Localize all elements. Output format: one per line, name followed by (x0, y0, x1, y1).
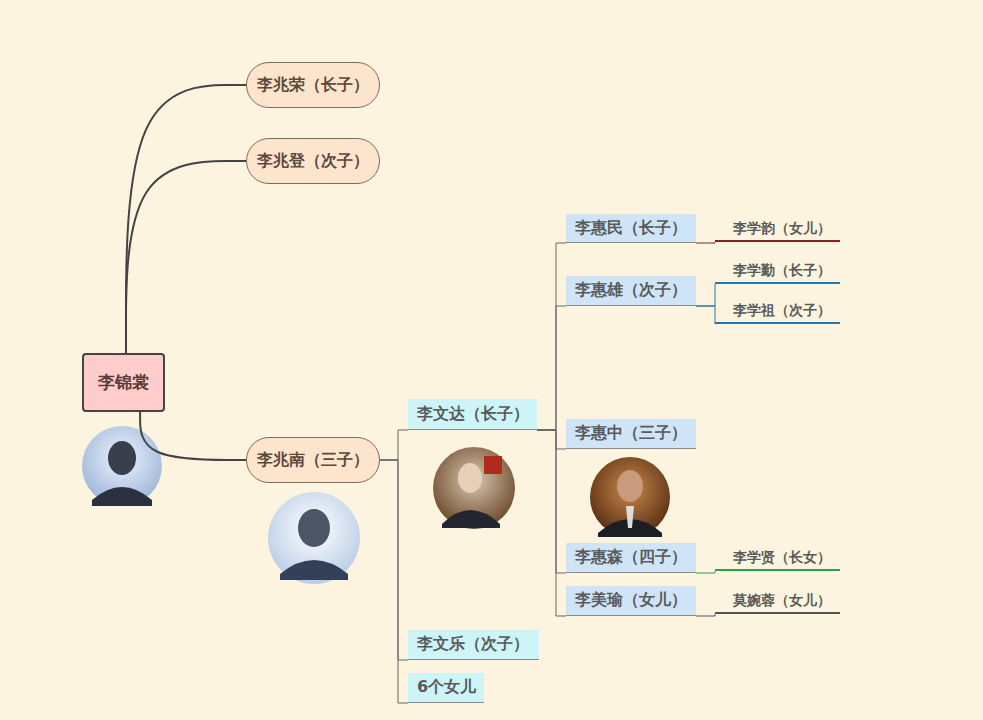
child-pill: 李兆南（三子） (246, 437, 380, 483)
family-link (380, 430, 408, 460)
family-link (537, 430, 566, 573)
great-grandchild-box: 李惠中（三子） (566, 419, 696, 449)
portrait-photo (268, 492, 360, 584)
great-grandchild-box: 李惠森（四子） (566, 543, 696, 573)
node-label: 李文乐（次子） (417, 634, 529, 655)
descendant-item: 李学韵（女儿） (715, 218, 840, 242)
node-label: 李惠民（长子） (575, 218, 687, 239)
node-label: 李学韵（女儿） (733, 220, 831, 238)
portrait-photo (433, 447, 515, 529)
great-grandchild-box: 李惠雄（次子） (566, 276, 696, 306)
child-pill: 李兆登（次子） (246, 138, 380, 184)
family-link (537, 243, 566, 430)
node-label: 李美瑜（女儿） (575, 590, 687, 611)
grandchild-box: 6个女儿 (408, 673, 484, 703)
family-link (140, 412, 246, 460)
family-link (696, 284, 715, 306)
node-label: 莫婉蓉（女儿） (733, 592, 831, 610)
node-label: 6个女儿 (417, 677, 476, 698)
great-grandchild-box: 李美瑜（女儿） (566, 586, 696, 616)
descendant-item: 李学勤（长子） (715, 260, 840, 284)
node-label: 李惠中（三子） (575, 423, 687, 444)
descendant-item: 李学祖（次子） (715, 300, 840, 324)
root-box: 李锦裳 (82, 353, 165, 412)
node-label: 李文达（长子） (417, 404, 529, 425)
child-pill: 李兆荣（长子） (246, 62, 380, 108)
family-link (537, 430, 566, 616)
family-link (380, 460, 408, 703)
grandchild-box: 李文达（长子） (408, 399, 537, 430)
portrait-photo (590, 457, 670, 537)
node-label: 李学祖（次子） (733, 302, 831, 320)
node-label: 李兆荣（长子） (257, 75, 369, 96)
node-label: 李惠森（四子） (575, 547, 687, 568)
family-link (126, 161, 246, 353)
descendant-item: 莫婉蓉（女儿） (715, 590, 840, 614)
family-link (696, 306, 715, 324)
node-label: 李学勤（长子） (733, 262, 831, 280)
family-link (696, 242, 715, 243)
family-link (696, 614, 715, 616)
node-label: 李兆南（三子） (257, 450, 369, 471)
great-grandchild-box: 李惠民（长子） (566, 214, 696, 243)
family-link (380, 460, 408, 660)
portrait-photo (82, 426, 162, 506)
family-link (696, 571, 715, 573)
family-link (537, 306, 566, 430)
node-label: 李学贤（长女） (733, 549, 831, 567)
descendant-item: 李学贤（长女） (715, 547, 840, 571)
node-label: 李惠雄（次子） (575, 280, 687, 301)
grandchild-box: 李文乐（次子） (408, 630, 539, 660)
family-link (126, 85, 246, 353)
family-link (537, 430, 566, 449)
node-label: 李兆登（次子） (257, 151, 369, 172)
node-label: 李锦裳 (98, 371, 149, 394)
